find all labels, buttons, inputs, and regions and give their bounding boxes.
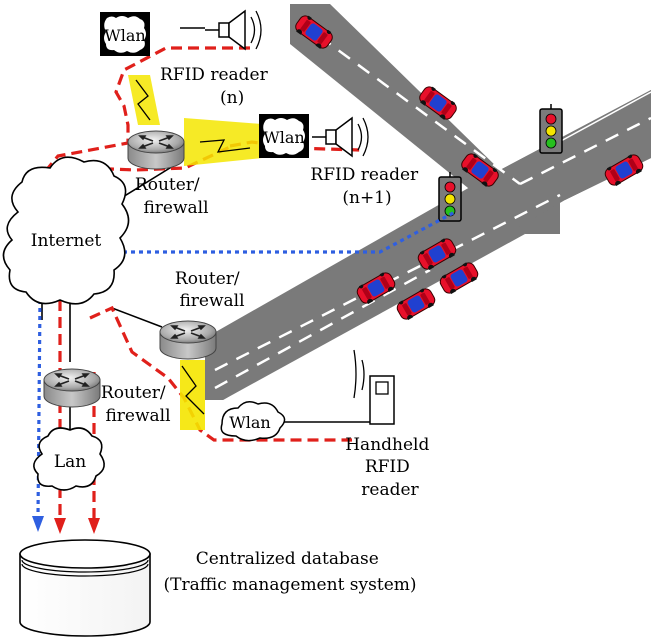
database-cylinder-icon (19, 539, 151, 637)
rfid-reader-n-label: RFID reader (n) (160, 65, 273, 108)
router-icon (127, 130, 185, 170)
wlan-top-label: Wlan (104, 26, 145, 45)
internet-links (36, 210, 456, 517)
internet-label: Internet (31, 231, 102, 251)
database-label: Centralized database (Traffic management… (163, 549, 416, 595)
handheld-rfid-reader-icon (353, 349, 395, 425)
router-icon (43, 368, 101, 408)
lan-cloud-icon: Lan (33, 427, 105, 491)
wlan-middle-label: Wlan (263, 128, 304, 147)
internet-cloud-icon: Internet (2, 156, 130, 305)
router-icon (159, 320, 217, 360)
road-network (205, 4, 651, 400)
handheld-rfid-reader-label: Handheld RFID reader (345, 435, 435, 500)
lan-label: Lan (54, 452, 86, 472)
router-left-label: Router/ firewall (101, 383, 171, 426)
wlan-bottom: Wlan (220, 401, 286, 442)
signal-beams (128, 75, 262, 430)
traffic-light-icon (539, 104, 563, 154)
wlan-bottom-label: Wlan (229, 413, 270, 432)
rfid-antenna-icon (205, 10, 262, 50)
router-top-label: Router/ firewall (135, 175, 209, 218)
router-middle-label: Router/ firewall (175, 269, 245, 311)
rfid-reader-n1-label: RFID reader (n+1) (310, 165, 423, 208)
